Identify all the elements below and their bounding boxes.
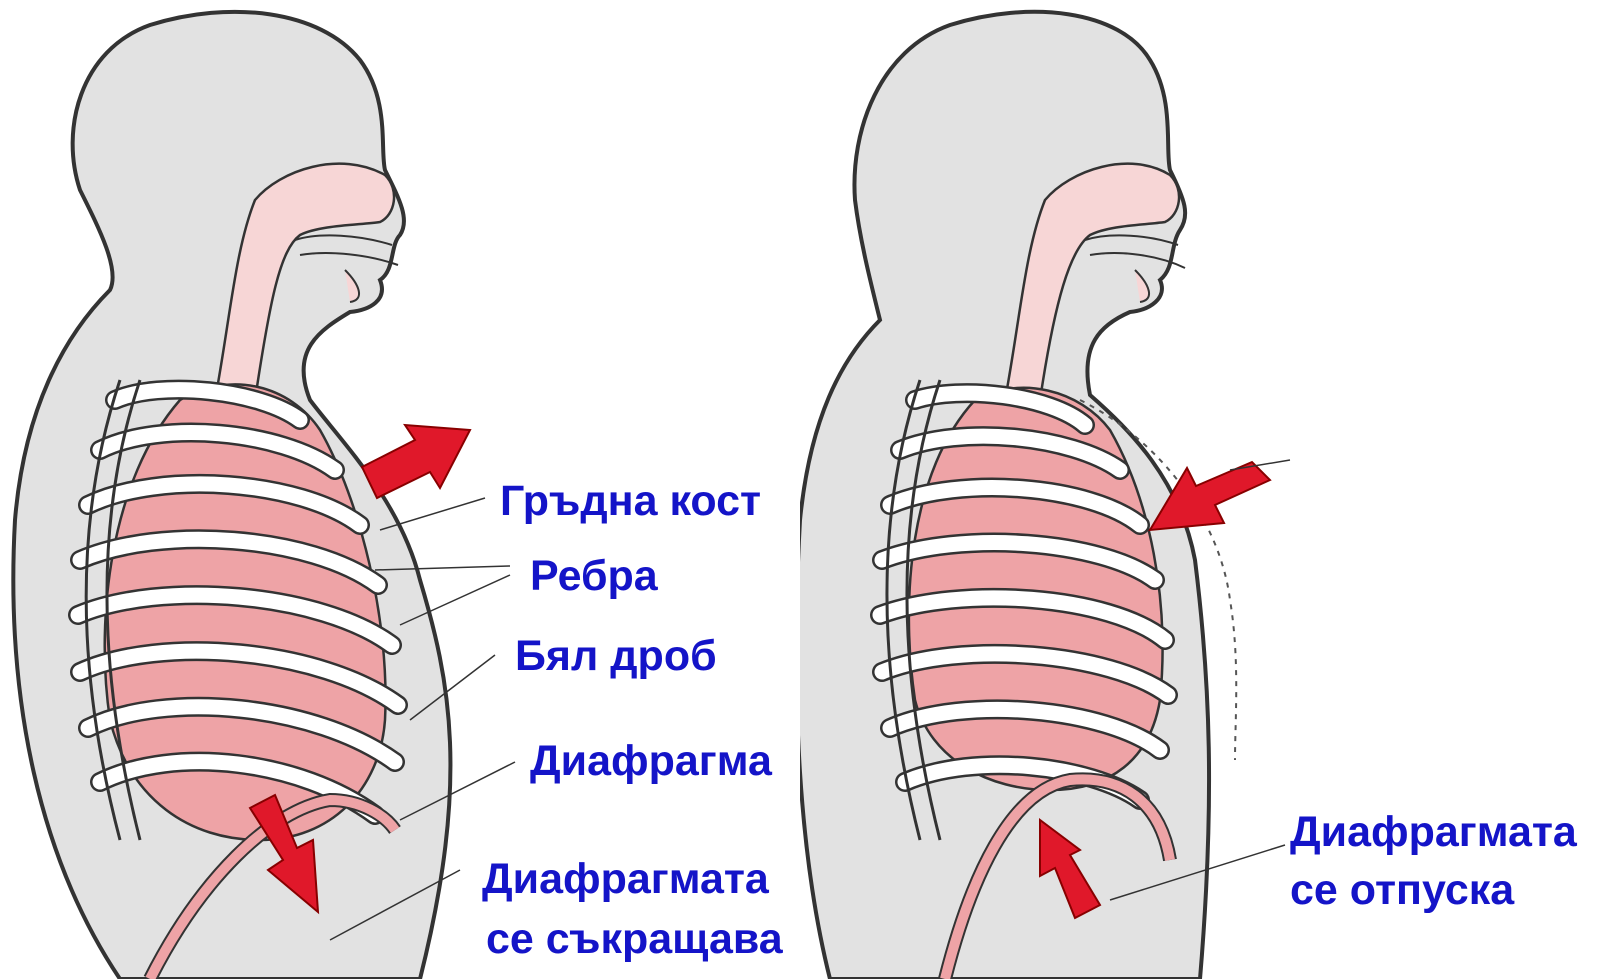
exhale-figure xyxy=(796,12,1290,979)
label-diaphragm: Диафрагма xyxy=(530,737,772,785)
inhale-figure xyxy=(13,12,515,979)
label-sternum: Гръдна кост xyxy=(500,477,761,525)
label-lung: Бял дроб xyxy=(515,632,717,680)
label-diaphragm-relaxes-1: Диафрагмата xyxy=(1290,808,1577,856)
label-ribs: Ребра xyxy=(530,552,658,600)
label-diaphragm-relaxes-2: се отпуска xyxy=(1290,866,1514,914)
arrow-outward-icon xyxy=(362,425,470,498)
label-diaphragm-contracts-2: се съкращава xyxy=(486,915,783,963)
label-diaphragm-contracts-1: Диафрагмата xyxy=(482,855,769,903)
